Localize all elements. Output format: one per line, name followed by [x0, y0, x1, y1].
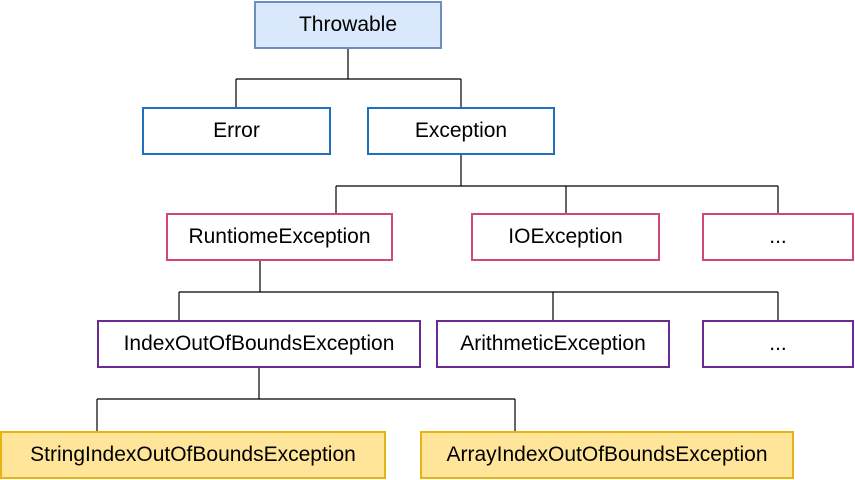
node-arithmetic-exception: ArithmeticException — [436, 320, 670, 368]
node-array-index-out-of-bounds-exception: ArrayIndexOutOfBoundsException — [420, 431, 794, 479]
node-error: Error — [142, 107, 331, 155]
connector-ioob-children — [96, 368, 516, 431]
node-runtime-more: ... — [702, 320, 854, 368]
node-arithmetic-exception-label: ArithmeticException — [460, 332, 646, 355]
node-runtime-exception-label: RuntiomeException — [188, 225, 371, 248]
node-index-out-of-bounds-exception-label: IndexOutOfBoundsException — [123, 332, 395, 355]
node-exception-more: ... — [702, 213, 854, 261]
node-io-exception-label: IOException — [508, 225, 623, 248]
node-runtime-exception: RuntiomeException — [166, 213, 393, 261]
node-string-index-out-of-bounds-exception-label: StringIndexOutOfBoundsException — [30, 443, 356, 466]
node-throwable: Throwable — [254, 1, 442, 49]
node-error-label: Error — [213, 119, 260, 142]
node-exception-label: Exception — [414, 119, 508, 142]
node-index-out-of-bounds-exception: IndexOutOfBoundsException — [97, 320, 421, 368]
connector-throwable-children — [235, 49, 462, 107]
node-runtime-more-label: ... — [769, 332, 787, 355]
node-io-exception: IOException — [471, 213, 660, 261]
node-exception-more-label: ... — [769, 225, 787, 248]
node-string-index-out-of-bounds-exception: StringIndexOutOfBoundsException — [0, 431, 386, 479]
node-throwable-label: Throwable — [298, 13, 398, 36]
node-exception: Exception — [367, 107, 555, 155]
connector-exception-children — [335, 155, 779, 213]
connector-runtime-children — [178, 261, 779, 320]
node-array-index-out-of-bounds-exception-label: ArrayIndexOutOfBoundsException — [446, 443, 768, 466]
